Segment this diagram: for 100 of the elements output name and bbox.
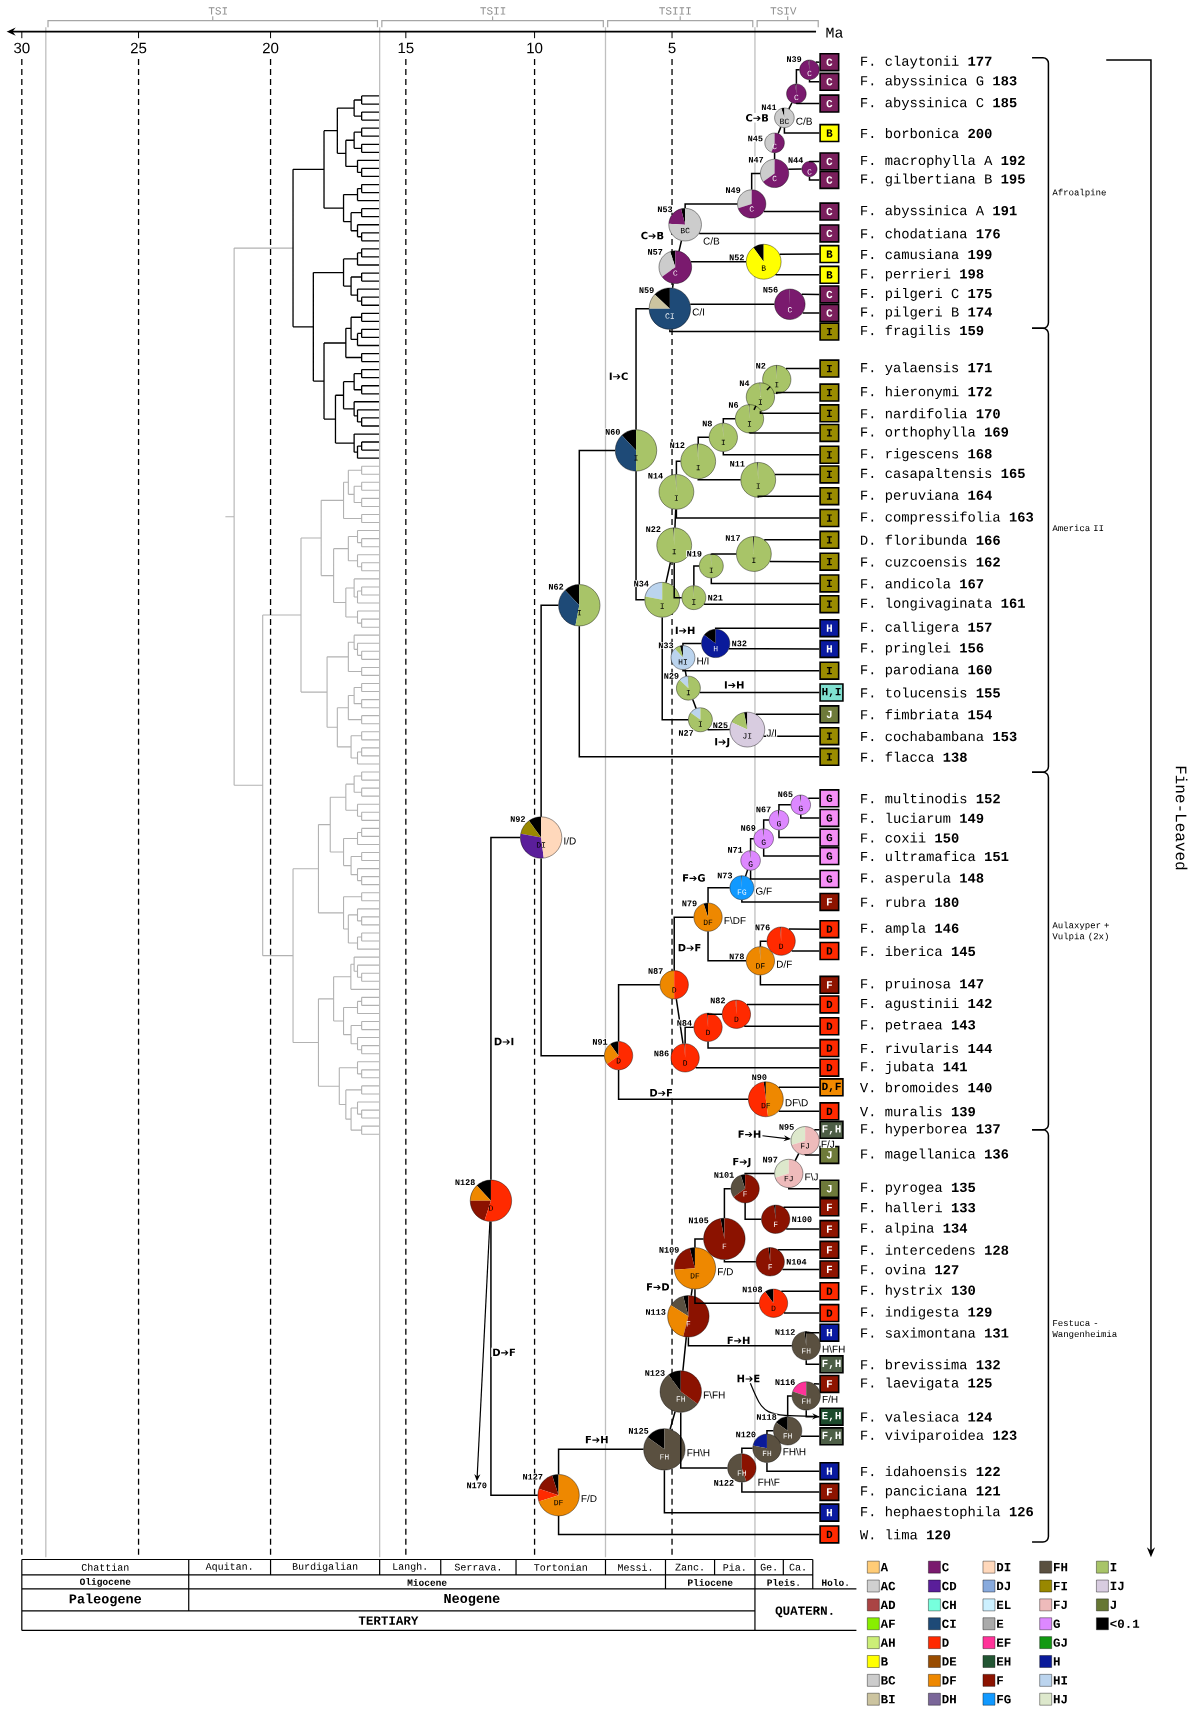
state-box: C xyxy=(819,202,840,221)
tree-branch xyxy=(773,152,776,160)
state-box: D xyxy=(819,1282,840,1301)
tree-branch xyxy=(782,1206,821,1208)
legend-label: J xyxy=(1110,1600,1116,1610)
tree-branch xyxy=(671,282,674,289)
taxon-label: F. flacca 138 xyxy=(861,751,967,762)
axis-tick-label: 20 xyxy=(263,42,279,54)
legend-label: IJ xyxy=(1110,1581,1124,1591)
pie-chart: H xyxy=(701,629,731,658)
state-box: D xyxy=(819,1038,840,1058)
edge-label: C➔B xyxy=(639,230,666,241)
stage-label: Serrava. xyxy=(454,1563,500,1571)
edge-label: F➔G xyxy=(681,873,707,883)
tree-branch xyxy=(673,562,683,599)
epoch-label: Oligocene xyxy=(79,1577,131,1587)
tree-branch xyxy=(766,1461,821,1472)
state-box: G xyxy=(819,869,840,889)
taxon-label: F. panciciana 121 xyxy=(861,1485,1001,1499)
tree-branch xyxy=(707,1012,723,1015)
taxon-label: F. longivaginata 161 xyxy=(861,597,1025,611)
axis-tick-label: 15 xyxy=(398,42,414,54)
tree-branch xyxy=(578,625,821,758)
tree-branch xyxy=(805,1330,821,1334)
tree-branch xyxy=(778,1086,821,1089)
node-label: N47 xyxy=(747,156,765,163)
taxon-label: F. pilgeri B 174 xyxy=(861,306,992,320)
state-box: E,H xyxy=(819,1407,844,1426)
state-box: I xyxy=(819,322,840,341)
tree-branch xyxy=(698,232,821,235)
taxon-label: F. cochabambana 153 xyxy=(861,731,1017,742)
state-box: F,H xyxy=(819,1427,844,1446)
taxon-label: F. abyssinica C 185 xyxy=(861,97,1017,111)
tree-branch xyxy=(786,1395,793,1418)
taxon-label: F. chodatiana 176 xyxy=(861,228,1000,239)
taxon-label: F. tolucensis 155 xyxy=(861,687,1000,698)
legend-label: DH xyxy=(942,1695,956,1704)
state-box: I xyxy=(819,574,840,593)
taxon-label: F. brevissima 132 xyxy=(861,1359,1000,1370)
tree-branch xyxy=(795,102,821,105)
state-annotation: F/J xyxy=(820,1140,836,1148)
tree-branch xyxy=(748,432,821,434)
state-box: I xyxy=(819,508,840,528)
tree-branch xyxy=(778,804,792,811)
state-box: C xyxy=(819,170,840,190)
node-label: N19 xyxy=(686,550,703,558)
taxon-label: F. saximontana 131 xyxy=(861,1327,1009,1338)
taxon-label: F. alpina 134 xyxy=(861,1222,968,1236)
tree-branch xyxy=(741,899,821,903)
state-annotation: I/D xyxy=(563,836,577,845)
tree-branch xyxy=(674,508,677,529)
period-label: Neogene xyxy=(444,1594,500,1606)
taxon-label: F. rubra 180 xyxy=(861,896,959,907)
legend-label: EL xyxy=(997,1600,1011,1609)
tree-branch xyxy=(678,240,683,252)
stage-label: Pia. xyxy=(723,1563,745,1571)
node-label: N108 xyxy=(741,1286,764,1293)
tree-branch xyxy=(692,698,697,710)
tree-branch xyxy=(557,1448,645,1475)
tree-branch xyxy=(781,1268,821,1271)
legend-label: EF xyxy=(997,1638,1011,1647)
taxon-label: F. magellanica 136 xyxy=(861,1148,1009,1162)
pie-chart: B xyxy=(746,244,782,280)
taxon-label: F. camusiana 199 xyxy=(861,249,992,260)
legend-label: E xyxy=(997,1619,1004,1628)
node-label: N76 xyxy=(754,924,771,931)
tree-branch xyxy=(635,307,650,431)
legend-label: HI xyxy=(1053,1676,1068,1685)
state-box: C xyxy=(819,285,840,304)
state-annotation: G/F xyxy=(755,887,773,895)
taxon-label: F. calligera 157 xyxy=(861,621,992,635)
tree-branch xyxy=(684,203,739,209)
node-label: N67 xyxy=(755,806,772,813)
legend-label: H xyxy=(1053,1657,1060,1666)
pie-chart: I xyxy=(681,585,707,610)
taxon-label: F. pilgeri C 175 xyxy=(861,288,992,301)
state-box: D xyxy=(819,919,840,939)
taxon-label: F. nardifolia 170 xyxy=(861,408,1000,419)
edge-label: F➔H xyxy=(725,1335,752,1345)
state-box: F xyxy=(819,975,840,995)
taxon-label: F. asperula 148 xyxy=(861,872,984,886)
state-box: I xyxy=(819,404,840,423)
state-box: G xyxy=(819,789,840,808)
state-box: I xyxy=(819,383,840,402)
state-box: H xyxy=(819,639,840,659)
taxon-label: F. ovina 127 xyxy=(861,1264,959,1275)
node-label: N27 xyxy=(677,729,695,737)
pie-chart: DF xyxy=(748,1081,784,1117)
taxon-label: F. hyperborea 137 xyxy=(861,1123,1000,1137)
tree-branch xyxy=(684,668,687,677)
epoch-label: Holo. xyxy=(822,1578,848,1586)
edge-label: D➔F xyxy=(676,943,703,953)
state-annotation: J/I xyxy=(766,728,778,737)
edge-label: I➔C xyxy=(607,371,630,382)
legend-label: CD xyxy=(942,1581,957,1591)
period-label: QUATERN. xyxy=(775,1606,833,1618)
clade-label: Afroalpine xyxy=(1052,188,1106,198)
tree-branch xyxy=(741,1447,754,1455)
tree-branch xyxy=(684,1026,695,1045)
state-annotation: C/B xyxy=(702,237,721,245)
